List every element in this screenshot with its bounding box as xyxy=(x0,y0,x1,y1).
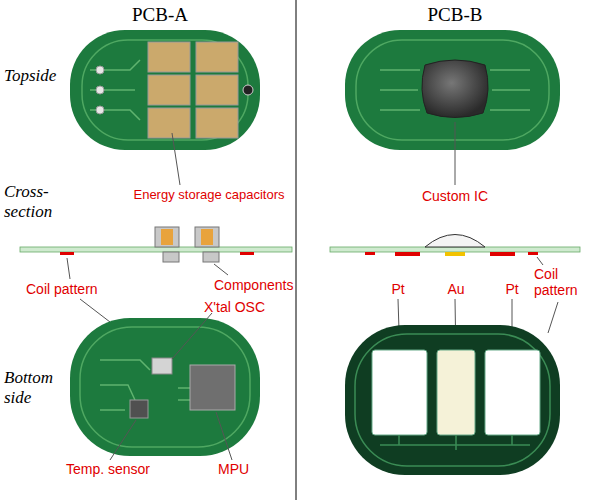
leader-line xyxy=(455,122,456,185)
capacitor xyxy=(196,75,238,105)
pt-electrode xyxy=(490,252,515,256)
leader-line xyxy=(80,299,110,322)
leader-line xyxy=(216,412,232,460)
component-section xyxy=(163,252,179,262)
capacitor-section xyxy=(155,227,179,247)
au-pad xyxy=(437,350,475,435)
capacitor xyxy=(148,75,190,105)
callout-label: MPU xyxy=(218,461,268,477)
pt-electrode xyxy=(395,252,420,256)
capacitor-core xyxy=(161,229,173,245)
coil-trace xyxy=(355,334,550,466)
leader-line xyxy=(172,133,180,185)
au-electrode xyxy=(445,252,465,256)
leader-line xyxy=(537,257,543,265)
pcb-trace xyxy=(90,60,140,120)
callout-label: Custom IC xyxy=(405,188,505,204)
coil-section xyxy=(60,252,74,255)
crystal-oscillator xyxy=(152,358,172,374)
capacitor-core xyxy=(201,229,213,245)
pcb-board xyxy=(345,30,560,150)
column-header: PCB-A xyxy=(110,4,210,26)
capacitor-section xyxy=(195,227,219,247)
pcb-board xyxy=(345,325,560,475)
capacitor xyxy=(196,108,238,138)
callout-label: X'tal OSC xyxy=(204,299,282,315)
substrate xyxy=(330,247,580,252)
pcb-trace xyxy=(380,435,530,450)
row-label: Topside xyxy=(4,66,68,86)
coil-section xyxy=(240,252,254,255)
callout-label: Coil pattern xyxy=(534,266,590,298)
row-label: Bottom side xyxy=(4,368,66,407)
pt-pad xyxy=(485,350,540,435)
substrate xyxy=(20,247,292,252)
callout-label: Energy storage capacitors xyxy=(124,188,294,203)
via xyxy=(96,106,104,114)
pt-pad xyxy=(372,350,427,435)
panel-divider xyxy=(296,0,297,500)
callout-label: Pt xyxy=(497,281,527,297)
coil-trace xyxy=(82,40,248,140)
ic-encapsulation xyxy=(425,235,485,248)
capacitor xyxy=(148,108,190,138)
mpu-chip xyxy=(190,365,235,410)
pcb-board xyxy=(70,318,260,456)
leader-line xyxy=(172,313,212,359)
capacitor xyxy=(196,42,238,72)
callout-label: Components xyxy=(214,277,294,293)
component-section xyxy=(203,252,219,262)
callout-label: Pt xyxy=(383,281,413,297)
leader-line xyxy=(110,420,136,460)
column-header: PCB-B xyxy=(405,4,505,26)
callout-label: Temp. sensor xyxy=(66,461,162,477)
leader-line xyxy=(67,258,70,279)
callout-label: Coil pattern xyxy=(26,281,118,297)
coil-trace xyxy=(80,327,250,447)
custom-ic-blob xyxy=(422,60,488,118)
coil-section xyxy=(365,252,375,255)
leader-line xyxy=(214,264,228,275)
temperature-sensor xyxy=(130,400,148,418)
leader-line xyxy=(548,302,558,333)
pcb-board xyxy=(70,30,260,150)
capacitor xyxy=(148,42,190,72)
callout-label: Au xyxy=(440,281,472,297)
row-label: Cross- section xyxy=(4,182,68,221)
via xyxy=(96,66,104,74)
via xyxy=(243,85,253,95)
coil-trace xyxy=(356,40,549,140)
via xyxy=(96,86,104,94)
coil-section xyxy=(528,252,538,255)
